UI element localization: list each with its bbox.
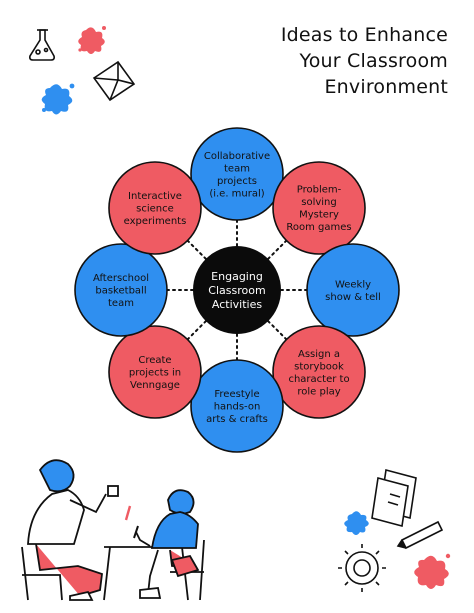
- title-line-2: Your Classroom: [299, 50, 448, 72]
- notebook-icon: [371, 468, 417, 528]
- connector-top-right: [267, 239, 288, 260]
- title-line-1: Ideas to Enhance: [280, 24, 448, 46]
- connector-bottom-left: [186, 320, 207, 341]
- node-label-line: team: [224, 163, 250, 174]
- node-label-line: Venngage: [130, 380, 180, 391]
- paint-splash-icon: [41, 83, 75, 115]
- center-label-line: Activities: [212, 298, 262, 311]
- node-label-line: Problem-: [297, 185, 342, 196]
- node-circle-bottom: [190, 359, 284, 453]
- envelope-icon: [92, 60, 136, 102]
- paint-splash-icon: [344, 511, 369, 535]
- node-label-line: projects in: [129, 368, 181, 379]
- gear-icon: [338, 544, 386, 592]
- node-label-line: projects: [217, 176, 257, 187]
- connector-top-left: [186, 239, 207, 260]
- node-right: Weekly show & tell: [306, 243, 400, 337]
- node-circle-bottom-right: [272, 325, 366, 419]
- node-circle-right: [306, 243, 400, 337]
- node-label-line: Freestyle: [214, 389, 259, 400]
- node-label-line: role play: [297, 386, 340, 397]
- node-label-line: Weekly: [335, 279, 371, 290]
- node-circle-left: [74, 243, 168, 337]
- node-circle-top-left: [108, 161, 202, 255]
- node-label-line: basketball: [95, 286, 146, 297]
- center-circle: [193, 246, 281, 334]
- node-label-line: Afterschool: [93, 273, 149, 284]
- paint-splash-icon: [78, 26, 106, 54]
- node-label-line: Interactive: [128, 191, 182, 202]
- page-title: Ideas to Enhance Your Classroom Environm…: [208, 22, 448, 100]
- node-label-line: show & tell: [325, 292, 381, 303]
- node-label-line: solving: [301, 197, 337, 208]
- connector-bottom-right: [267, 320, 288, 341]
- node-label-line: team: [108, 298, 134, 309]
- node-label-line: Create: [138, 355, 171, 366]
- node-label-line: Room games: [286, 222, 351, 233]
- node-label-line: character to: [288, 374, 349, 385]
- node-label-line: storybook: [294, 361, 344, 372]
- node-label-line: Mystery: [299, 210, 339, 221]
- node-label-line: Assign a: [298, 349, 340, 360]
- center-label-line: Engaging: [211, 270, 263, 283]
- kids-painting-illustration: [21, 459, 205, 601]
- title-line-3: Environment: [324, 76, 448, 98]
- node-label-line: Collaborative: [204, 151, 270, 162]
- node-label-line: arts & crafts: [206, 414, 268, 425]
- node-circle-bottom-left: [108, 325, 202, 419]
- node-label-line: science: [136, 203, 174, 214]
- node-label-right: Weekly show & tell: [325, 279, 381, 303]
- center-label-line: Classroom: [208, 284, 265, 297]
- connector-lines: [166, 219, 308, 361]
- node-label-line: (i.e. mural): [209, 188, 264, 199]
- node-circle-top-right: [272, 161, 366, 255]
- pencil-icon: [396, 520, 444, 550]
- node-label-line: experiments: [124, 216, 187, 227]
- node-circle-top: [190, 127, 284, 221]
- flask-icon: [29, 29, 55, 61]
- node-label-line: hands-on: [214, 402, 261, 413]
- paint-splash-icon: [414, 553, 451, 589]
